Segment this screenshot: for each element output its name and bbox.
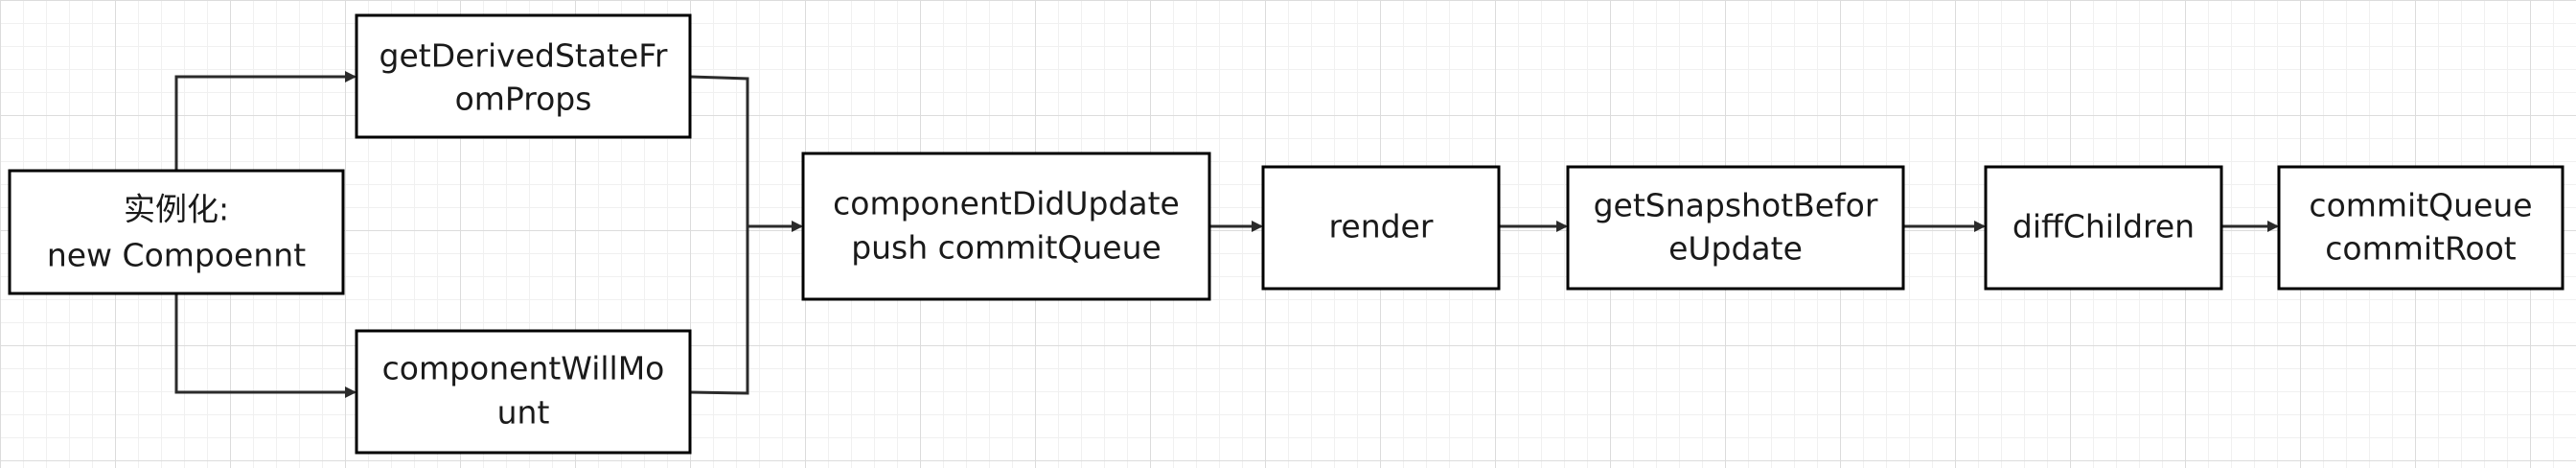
node-componentdidupdate: componentDidUpdate push commitQueue [801,152,1211,301]
node-componentdidupdate-line1: componentDidUpdate [833,185,1180,222]
node-commit-line2: commitRoot [2325,230,2517,268]
node-getderivedstatefromprops-line1: getDerivedStateFr [380,37,668,75]
node-commit-line1: commitQueue [2309,187,2532,224]
node-diffchildren: diffChildren [1984,165,2223,291]
node-render: render [1261,165,1501,291]
node-componentwillmount-line1: componentWillMo [382,350,665,387]
node-render-line1: render [1329,208,1434,246]
node-instantiate-line2: new Compoennt [47,237,306,274]
node-componentwillmount: componentWillMo unt [355,329,692,455]
node-getsnapshotbeforeupdate: getSnapshotBefor eUpdate [1566,165,1905,291]
node-commit: commitQueue commitRoot [2277,165,2564,291]
node-getsnapshotbeforeupdate-line1: getSnapshotBefor [1594,187,1878,224]
node-instantiate: 实例化: new Compoennt [8,169,345,295]
edge-getderivedstate-to-merge [689,75,749,226]
node-instantiate-line1: 实例化: [124,191,229,228]
node-getderivedstatefromprops: getDerivedStateFr omProps [355,13,692,139]
node-getderivedstatefromprops-line2: omProps [455,81,592,118]
node-componentdidupdate-line2: push commitQueue [851,229,1162,267]
edge-instantiate-to-componentwillmount [174,293,356,398]
node-diffchildren-line1: diffChildren [2012,208,2195,246]
node-componentwillmount-line2: unt [497,394,550,432]
node-getsnapshotbeforeupdate-line2: eUpdate [1668,230,1803,268]
edge-componentwillmount-to-merge [689,226,749,395]
edge-instantiate-to-getderivedstate [174,71,356,171]
